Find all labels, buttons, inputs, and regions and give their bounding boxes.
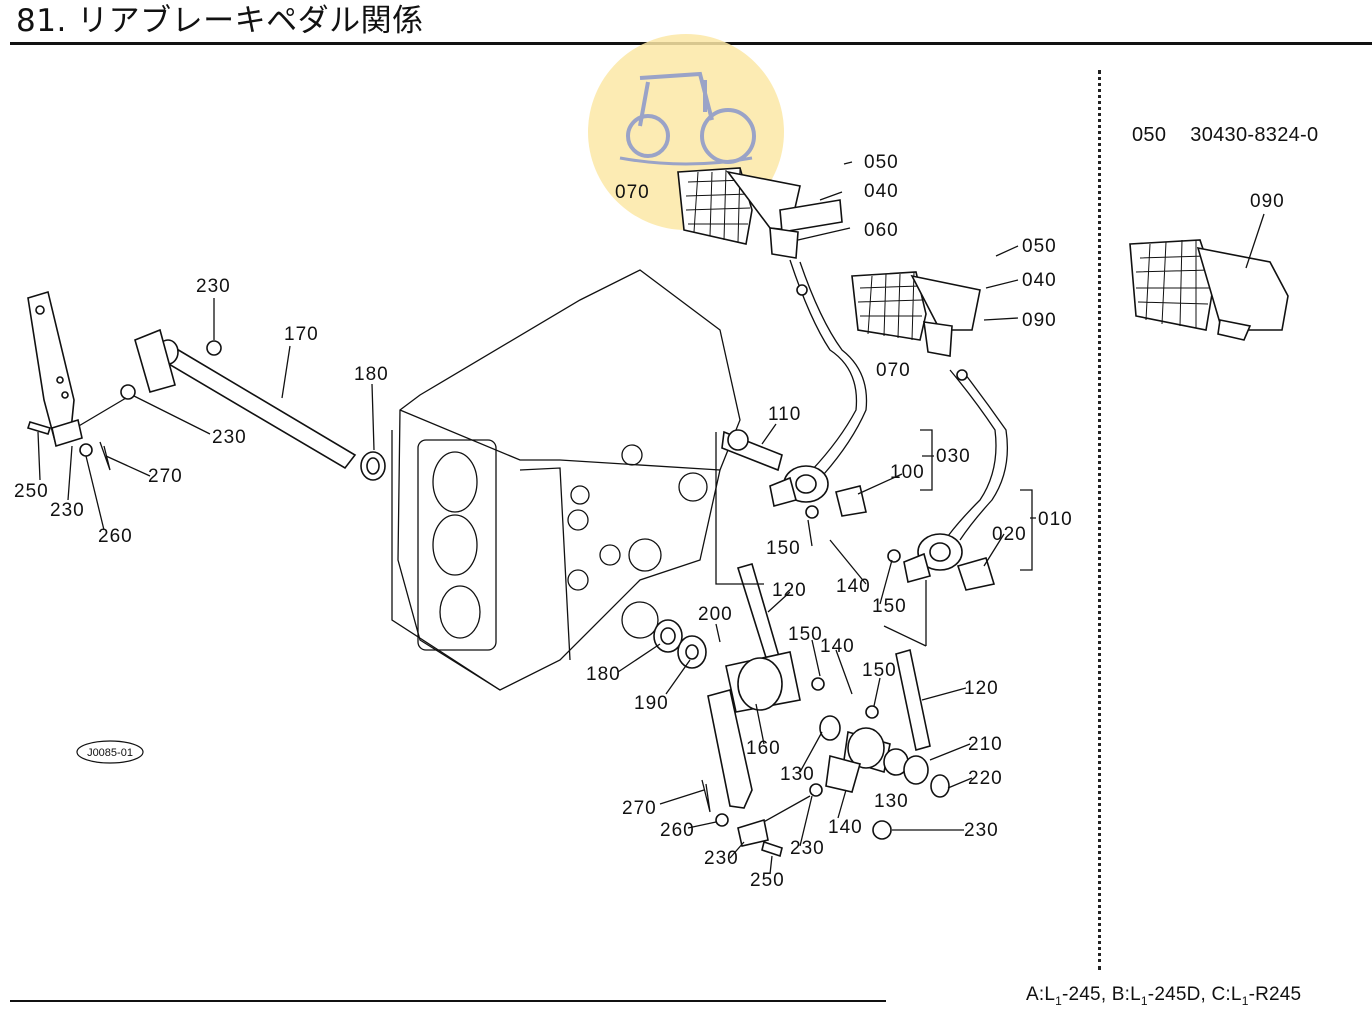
callout-240-a: 230 — [196, 276, 231, 297]
model-b-rest: -245D, — [1147, 984, 1207, 1005]
callout-150-a: 130 — [780, 764, 815, 785]
model-c-rest: -R245 — [1248, 984, 1302, 1005]
model-c-sub: 1 — [1241, 993, 1249, 1008]
callout-180-b: 180 — [586, 664, 621, 685]
callout-230-b: 230 — [704, 848, 739, 869]
reference-part-number: 050 — [1132, 124, 1167, 146]
callout-140: 140 — [828, 817, 863, 838]
callout-050: 090 — [1022, 310, 1057, 331]
callout-210: 210 — [968, 734, 1003, 755]
model-a-prefix: A:L — [1026, 984, 1056, 1005]
callout-170: 170 — [284, 324, 319, 345]
model-a-rest: -245, — [1062, 984, 1107, 1005]
callout-130-b: 150 — [872, 596, 907, 617]
model-c-prefix: C:L — [1211, 984, 1242, 1005]
reference-part-code: 30430-8324-0 — [1190, 124, 1319, 146]
callout-240-c: 230 — [964, 820, 999, 841]
reference-pedal-drawing — [1129, 239, 1289, 341]
callout-020: 020 — [992, 524, 1027, 545]
model-applicability: A:L1-245, B:L1-245D, C:L1-R245 — [1026, 984, 1301, 1008]
cross-shaft — [120, 328, 386, 481]
callout-150-b: 130 — [874, 791, 909, 812]
figure-id-badge: J0085-01 — [76, 740, 144, 764]
bottom-rule — [10, 1000, 886, 1002]
callout-070-upper: 070 — [615, 182, 650, 203]
assembly-brackets — [715, 429, 1033, 647]
callout-160: 160 — [746, 738, 781, 759]
callout-230-a: 230 — [50, 500, 85, 521]
model-a-sub: 1 — [1055, 993, 1062, 1008]
callout-270-a: 270 — [148, 466, 183, 487]
callout-130-a: 150 — [766, 538, 801, 559]
leader-lines — [37, 161, 1265, 875]
callout-090-lower: 050 — [1022, 236, 1057, 257]
callout-220: 220 — [968, 768, 1003, 789]
callout-110-a: 120 — [772, 580, 807, 601]
left-brake-arm — [26, 290, 127, 471]
pedal-hubs — [721, 429, 996, 591]
callout-130-d: 150 — [862, 660, 897, 681]
lower-linkage — [653, 505, 950, 858]
callout-250-b: 250 — [750, 870, 785, 891]
callout-080-lower: 040 — [1022, 270, 1057, 291]
callout-090-upper: 050 — [864, 152, 899, 173]
callout-250-a: 250 — [14, 481, 49, 502]
callout-180-a: 180 — [354, 364, 389, 385]
callout-100: 110 — [768, 404, 801, 425]
callout-060: 060 — [864, 220, 899, 241]
callout-010: 010 — [1038, 509, 1073, 530]
model-b-sub: 1 — [1140, 993, 1148, 1008]
callout-030: 030 — [936, 446, 971, 467]
callout-labels: 050 040 070 060 050 040 090 070 090 230 … — [14, 152, 1285, 891]
callout-110-b: 120 — [964, 678, 999, 699]
callout-240-d: 230 — [790, 838, 825, 859]
reference-part: 050 30430-8324-0 — [1132, 124, 1342, 147]
callout-260-b: 260 — [660, 820, 695, 841]
figure-id: J0085-01 — [87, 747, 133, 759]
model-b-prefix: B:L — [1111, 984, 1141, 1005]
callout-200: 200 — [698, 604, 733, 625]
callout-260-a: 260 — [98, 526, 133, 547]
callout-080-upper: 040 — [864, 181, 899, 202]
callout-130-c: 150 — [788, 624, 823, 645]
page-title: 81. リアブレーキペダル関係 — [16, 3, 424, 39]
callout-120-b: 140 — [820, 636, 855, 657]
section-divider — [1098, 70, 1101, 970]
callout-040: 100 — [890, 462, 925, 483]
callout-120-a: 140 — [836, 576, 871, 597]
transmission-housing — [391, 269, 741, 691]
callout-050-reference: 090 — [1250, 191, 1285, 212]
callout-190: 190 — [634, 693, 669, 714]
callout-240-b: 230 — [212, 427, 247, 448]
callout-270-b: 270 — [622, 798, 657, 819]
brake-pedals — [677, 167, 1009, 541]
callout-070-lower: 070 — [876, 360, 911, 381]
